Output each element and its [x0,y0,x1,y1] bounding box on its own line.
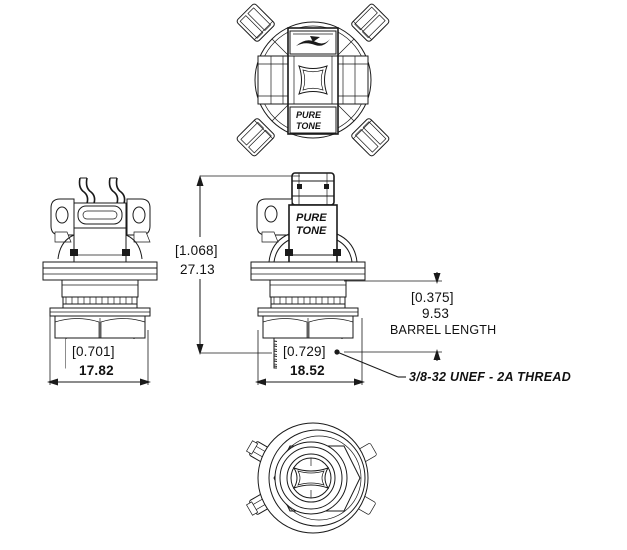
top-view-logo-text: PURE TONE [289,106,337,134]
front-view-collar [291,172,335,206]
front-view-lockwasher [257,307,359,317]
left-view-shoulder [61,279,139,298]
dimension-barrel-length: [0.375] 9.53 BARREL LENGTH [344,272,518,361]
dimension-width-middle-inch: [0.729] [283,344,326,359]
bottom-view-spline [292,458,330,498]
left-view-body [70,202,130,266]
dimension-width-left-inch: [0.701] [72,344,115,359]
thread-leader-line [336,351,399,378]
front-view-logo-line2: TONE [296,225,327,237]
left-view-hex-nut [54,315,146,339]
bottom-view [246,422,377,534]
bottom-view-hex [273,445,361,512]
dimension-width-middle-mm: 18.52 [290,363,325,378]
front-view-shoulder [269,279,347,298]
dimension-width-left-mm: 17.82 [79,363,114,378]
arrow-head-right [354,378,365,386]
dimension-height: [1.068] 27.13 [168,175,300,355]
top-view: PURE TONE [236,3,390,157]
front-view-arms [268,233,358,263]
top-view-center-opening [298,65,328,95]
arrow-head-right [140,378,151,386]
arrow-head-down [433,273,441,284]
left-view-eyelet-right [126,198,151,243]
thread-callout: 3/8-32 UNEF - 2A THREAD [334,349,571,384]
thread-callout-text: 3/8-32 UNEF - 2A THREAD [409,370,571,384]
dimension-barrel-label: BARREL LENGTH [390,323,496,337]
dimension-height-inch: [1.068] [175,243,218,258]
top-view-logo-plate [289,30,337,55]
front-view: PURE TONE [250,172,366,369]
front-view-logo-line1: PURE [296,212,327,224]
arrow-head-left [255,378,266,386]
left-view-lockwasher [49,307,151,317]
dimension-barrel-inch: [0.375] [411,290,454,305]
dimension-height-mm: 27.13 [180,262,215,277]
arrow-head-left [47,378,58,386]
front-view-eyelet-left [256,198,293,243]
top-view-logo-line2: TONE [296,121,322,131]
arrow-head-up [433,349,441,360]
front-view-washer [270,296,346,309]
left-view-washer [62,296,138,309]
front-view-hex-nut [262,315,354,339]
front-view-flange [250,261,366,281]
left-view-flange [42,261,158,281]
dimension-barrel-mm: 9.53 [422,306,449,321]
left-view-eyelet-left [50,198,75,243]
dimension-width-middle: [0.729] 18.52 [255,318,365,386]
arrow-head-down [196,344,204,355]
thread-leader-dot [334,349,340,355]
dimension-width-left: [0.701] 17.82 [47,310,151,386]
arrow-head-up [196,175,204,186]
top-view-logo-line1: PURE [296,110,322,120]
left-view-arms [57,234,143,260]
top-view-tabs [236,3,390,157]
front-view-body: PURE TONE [285,204,341,268]
